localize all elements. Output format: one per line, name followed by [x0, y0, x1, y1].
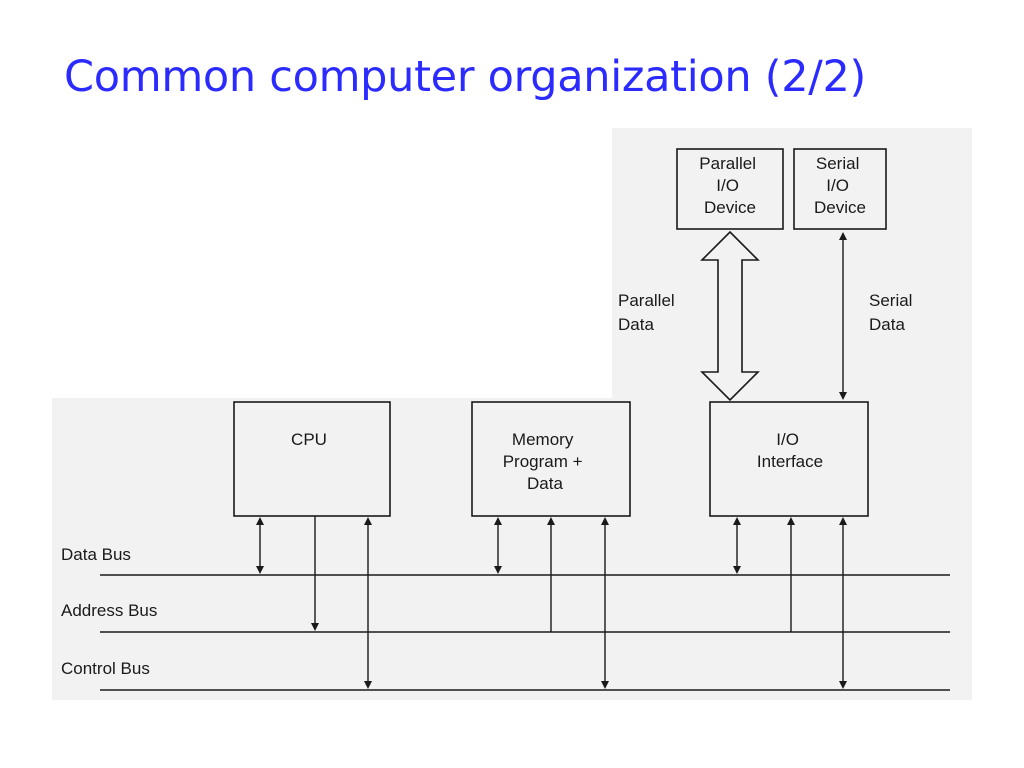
parallel-device-label-line-1: Parallel [699, 154, 756, 173]
io-interface-block [709, 401, 869, 517]
serial-data-label-line-1: Serial [869, 291, 912, 310]
cpu-label-line: CPU [291, 430, 327, 449]
cpu-block [233, 401, 391, 517]
io-interface-label-line-2: Interface [757, 452, 823, 471]
memory-label: Memory Program + Data [503, 430, 588, 493]
serial-data-label-line-2: Data [869, 315, 905, 334]
parallel-device-label: Parallel I/O Device [699, 154, 760, 217]
slide-title: Common computer organization (2/2) [64, 52, 866, 102]
parallel-data-label-line-1: Parallel [618, 291, 675, 310]
memory-block [471, 401, 631, 517]
parallel-data-arrow [700, 230, 760, 402]
parallel-device-label-line-3: Device [704, 198, 756, 217]
memory-label-line-2: Program + [503, 452, 583, 471]
data-bus-label: Data Bus [61, 545, 131, 564]
parallel-data-label: Parallel Data [618, 291, 679, 334]
serial-device-label-line-2: I/O [826, 176, 849, 195]
serial-device-label: Serial I/O Device [814, 154, 866, 217]
serial-device-block [793, 148, 887, 230]
io-interface-label-line-1: I/O [776, 430, 799, 449]
serial-device-label-line-3: Device [814, 198, 866, 217]
io-interface-label: I/O Interface [757, 430, 823, 471]
parallel-data-label-line-2: Data [618, 315, 654, 334]
address-bus-label: Address Bus [61, 601, 157, 620]
serial-device-label-line-1: Serial [816, 154, 859, 173]
memory-label-line-3: Data [527, 474, 563, 493]
cpu-label: CPU [291, 430, 327, 449]
parallel-device-label-line-2: I/O [716, 176, 739, 195]
memory-label-line-1: Memory [512, 430, 574, 449]
control-bus-label: Control Bus [61, 659, 150, 678]
serial-data-label: Serial Data [869, 291, 917, 334]
parallel-device-block [676, 148, 784, 230]
